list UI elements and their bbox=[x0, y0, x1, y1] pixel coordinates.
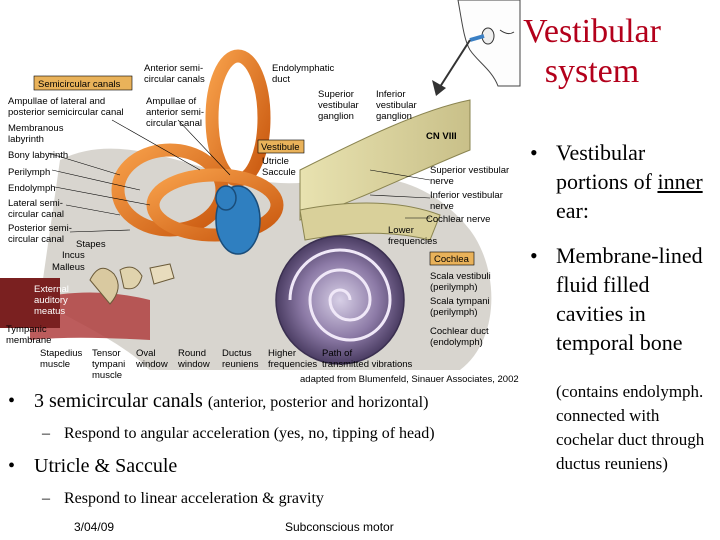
title-line-2: system bbox=[544, 53, 640, 90]
label-scala-vestibuli-2: (perilymph) bbox=[430, 282, 478, 293]
label-inferior-nerve-2: nerve bbox=[430, 201, 454, 212]
label-ampullae-lateral-1: Ampullae of lateral and bbox=[8, 96, 105, 107]
label-external-3: meatus bbox=[34, 306, 65, 317]
label-endolymph: Endolymph bbox=[8, 183, 56, 194]
label-tensor-3: muscle bbox=[92, 370, 122, 381]
label-utricle: Utricle bbox=[262, 156, 289, 167]
label-ductus-2: reuniens bbox=[222, 359, 259, 370]
semicircular-canals bbox=[111, 49, 284, 242]
label-ductus-1: Ductus bbox=[222, 348, 252, 359]
label-oval-window-1: Oval bbox=[136, 348, 156, 359]
face-inset bbox=[432, 0, 521, 96]
label-path-2: transmitted vibrations bbox=[322, 359, 413, 370]
label-lower-frequencies-1: Lower bbox=[388, 225, 414, 236]
label-higher-frequencies-1: Higher bbox=[268, 348, 296, 359]
label-incus: Incus bbox=[62, 250, 85, 261]
label-inferior-nerve-1: Inferior vestibular bbox=[430, 190, 503, 201]
label-posterior-canal-2: circular canal bbox=[8, 234, 64, 245]
sub-bullet-angular: Respond to angular acceleration (yes, no… bbox=[6, 425, 536, 443]
label-inferior-ganglion-2: vestibular bbox=[376, 100, 417, 111]
label-round-window-1: Round bbox=[178, 348, 206, 359]
right-bullet-list: Vestibular portions of inner ear: Membra… bbox=[528, 138, 718, 373]
title-line-1: Vestibular bbox=[523, 13, 661, 50]
bullet-vestibular-portions: Vestibular portions of inner ear: bbox=[528, 138, 718, 225]
bullet-utricle-saccule: Utricle & Saccule bbox=[6, 455, 536, 478]
bullet-semicircular-canals: 3 semicircular canals (anterior, posteri… bbox=[6, 390, 536, 413]
sub-bullet-linear: Respond to linear acceleration & gravity bbox=[6, 490, 536, 508]
label-membranous-2: labyrinth bbox=[8, 134, 44, 145]
label-bony-labyrinth: Bony labyrinth bbox=[8, 150, 68, 161]
label-endolymphatic-2: duct bbox=[272, 74, 290, 85]
label-cochlear-nerve: Cochlear nerve bbox=[426, 214, 490, 225]
bottom-bullet-list: 3 semicircular canals (anterior, posteri… bbox=[6, 390, 536, 508]
label-scala-vestibuli-1: Scala vestibuli bbox=[430, 271, 491, 282]
label-oval-window-2: window bbox=[135, 359, 168, 370]
label-superior-nerve-2: nerve bbox=[430, 176, 454, 187]
endolymph-note: (contains endolymph. connected with coch… bbox=[556, 382, 705, 473]
label-tympanic-2: membrane bbox=[6, 335, 51, 346]
label-tensor-1: Tensor bbox=[92, 348, 121, 359]
label-semicircular-canals: Semicircular canals bbox=[38, 79, 121, 90]
label-ampullae-anterior-2: anterior semi- bbox=[146, 107, 204, 118]
label-cn-viii: CN VIII bbox=[426, 131, 457, 142]
label-stapes: Stapes bbox=[76, 239, 106, 250]
label-external-2: auditory bbox=[34, 295, 68, 306]
label-inferior-ganglion-1: Inferior bbox=[376, 89, 406, 100]
label-anterior-canals-1: Anterior semi- bbox=[144, 63, 203, 74]
label-inferior-ganglion-3: ganglion bbox=[376, 111, 412, 122]
label-ampullae-anterior-3: circular canal bbox=[146, 118, 202, 129]
label-ampullae-anterior-1: Ampullae of bbox=[146, 96, 197, 107]
label-higher-frequencies-2: frequencies bbox=[268, 359, 317, 370]
inner-ear-diagram: Semicircular canals Anterior semi- circu… bbox=[0, 0, 521, 385]
label-path-1: Path of bbox=[322, 348, 352, 359]
label-lateral-canal-1: Lateral semi- bbox=[8, 198, 63, 209]
label-posterior-canal-1: Posterior semi- bbox=[8, 223, 72, 234]
label-malleus: Malleus bbox=[52, 262, 85, 273]
label-superior-nerve-1: Superior vestibular bbox=[430, 165, 509, 176]
label-tympanic-1: Tympanic bbox=[6, 324, 47, 335]
label-round-window-2: window bbox=[177, 359, 210, 370]
label-tensor-2: tympani bbox=[92, 359, 125, 370]
label-cochlear-duct-2: (endolymph) bbox=[430, 337, 483, 348]
label-stapedius-2: muscle bbox=[40, 359, 70, 370]
cochlea bbox=[275, 235, 405, 365]
footer-center-text: Subconscious motor bbox=[285, 520, 394, 534]
label-superior-ganglion-3: ganglion bbox=[318, 111, 354, 122]
label-ampullae-lateral-2: posterior semicircular canal bbox=[8, 107, 124, 118]
label-lateral-canal-2: circular canal bbox=[8, 209, 64, 220]
label-lower-frequencies-2: frequencies bbox=[388, 236, 437, 247]
label-perilymph: Perilymph bbox=[8, 167, 50, 178]
footer-date: 3/04/09 bbox=[74, 520, 115, 534]
slide-title: Vestibular system bbox=[492, 12, 692, 92]
label-membranous-1: Membranous bbox=[8, 123, 64, 134]
label-external-1: External bbox=[34, 284, 69, 295]
label-anterior-canals-2: circular canals bbox=[144, 74, 205, 85]
label-vestibule: Vestibule bbox=[261, 142, 300, 153]
label-scala-tympani-2: (perilymph) bbox=[430, 307, 478, 318]
label-superior-ganglion-2: vestibular bbox=[318, 100, 359, 111]
diagram-credit: adapted from Blumenfeld, Sinauer Associa… bbox=[300, 374, 519, 385]
label-cochlear-duct-1: Cochlear duct bbox=[430, 326, 489, 337]
label-scala-tympani-1: Scala tympani bbox=[430, 296, 490, 307]
label-cochlea: Cochlea bbox=[434, 254, 470, 265]
label-superior-ganglion-1: Superior bbox=[318, 89, 354, 100]
label-stapedius-1: Stapedius bbox=[40, 348, 83, 359]
label-saccule: Saccule bbox=[262, 167, 296, 178]
label-endolymphatic-1: Endolymphatic bbox=[272, 63, 335, 74]
bullet-membrane-lined: Membrane-lined fluid filled cavities in … bbox=[528, 241, 718, 357]
